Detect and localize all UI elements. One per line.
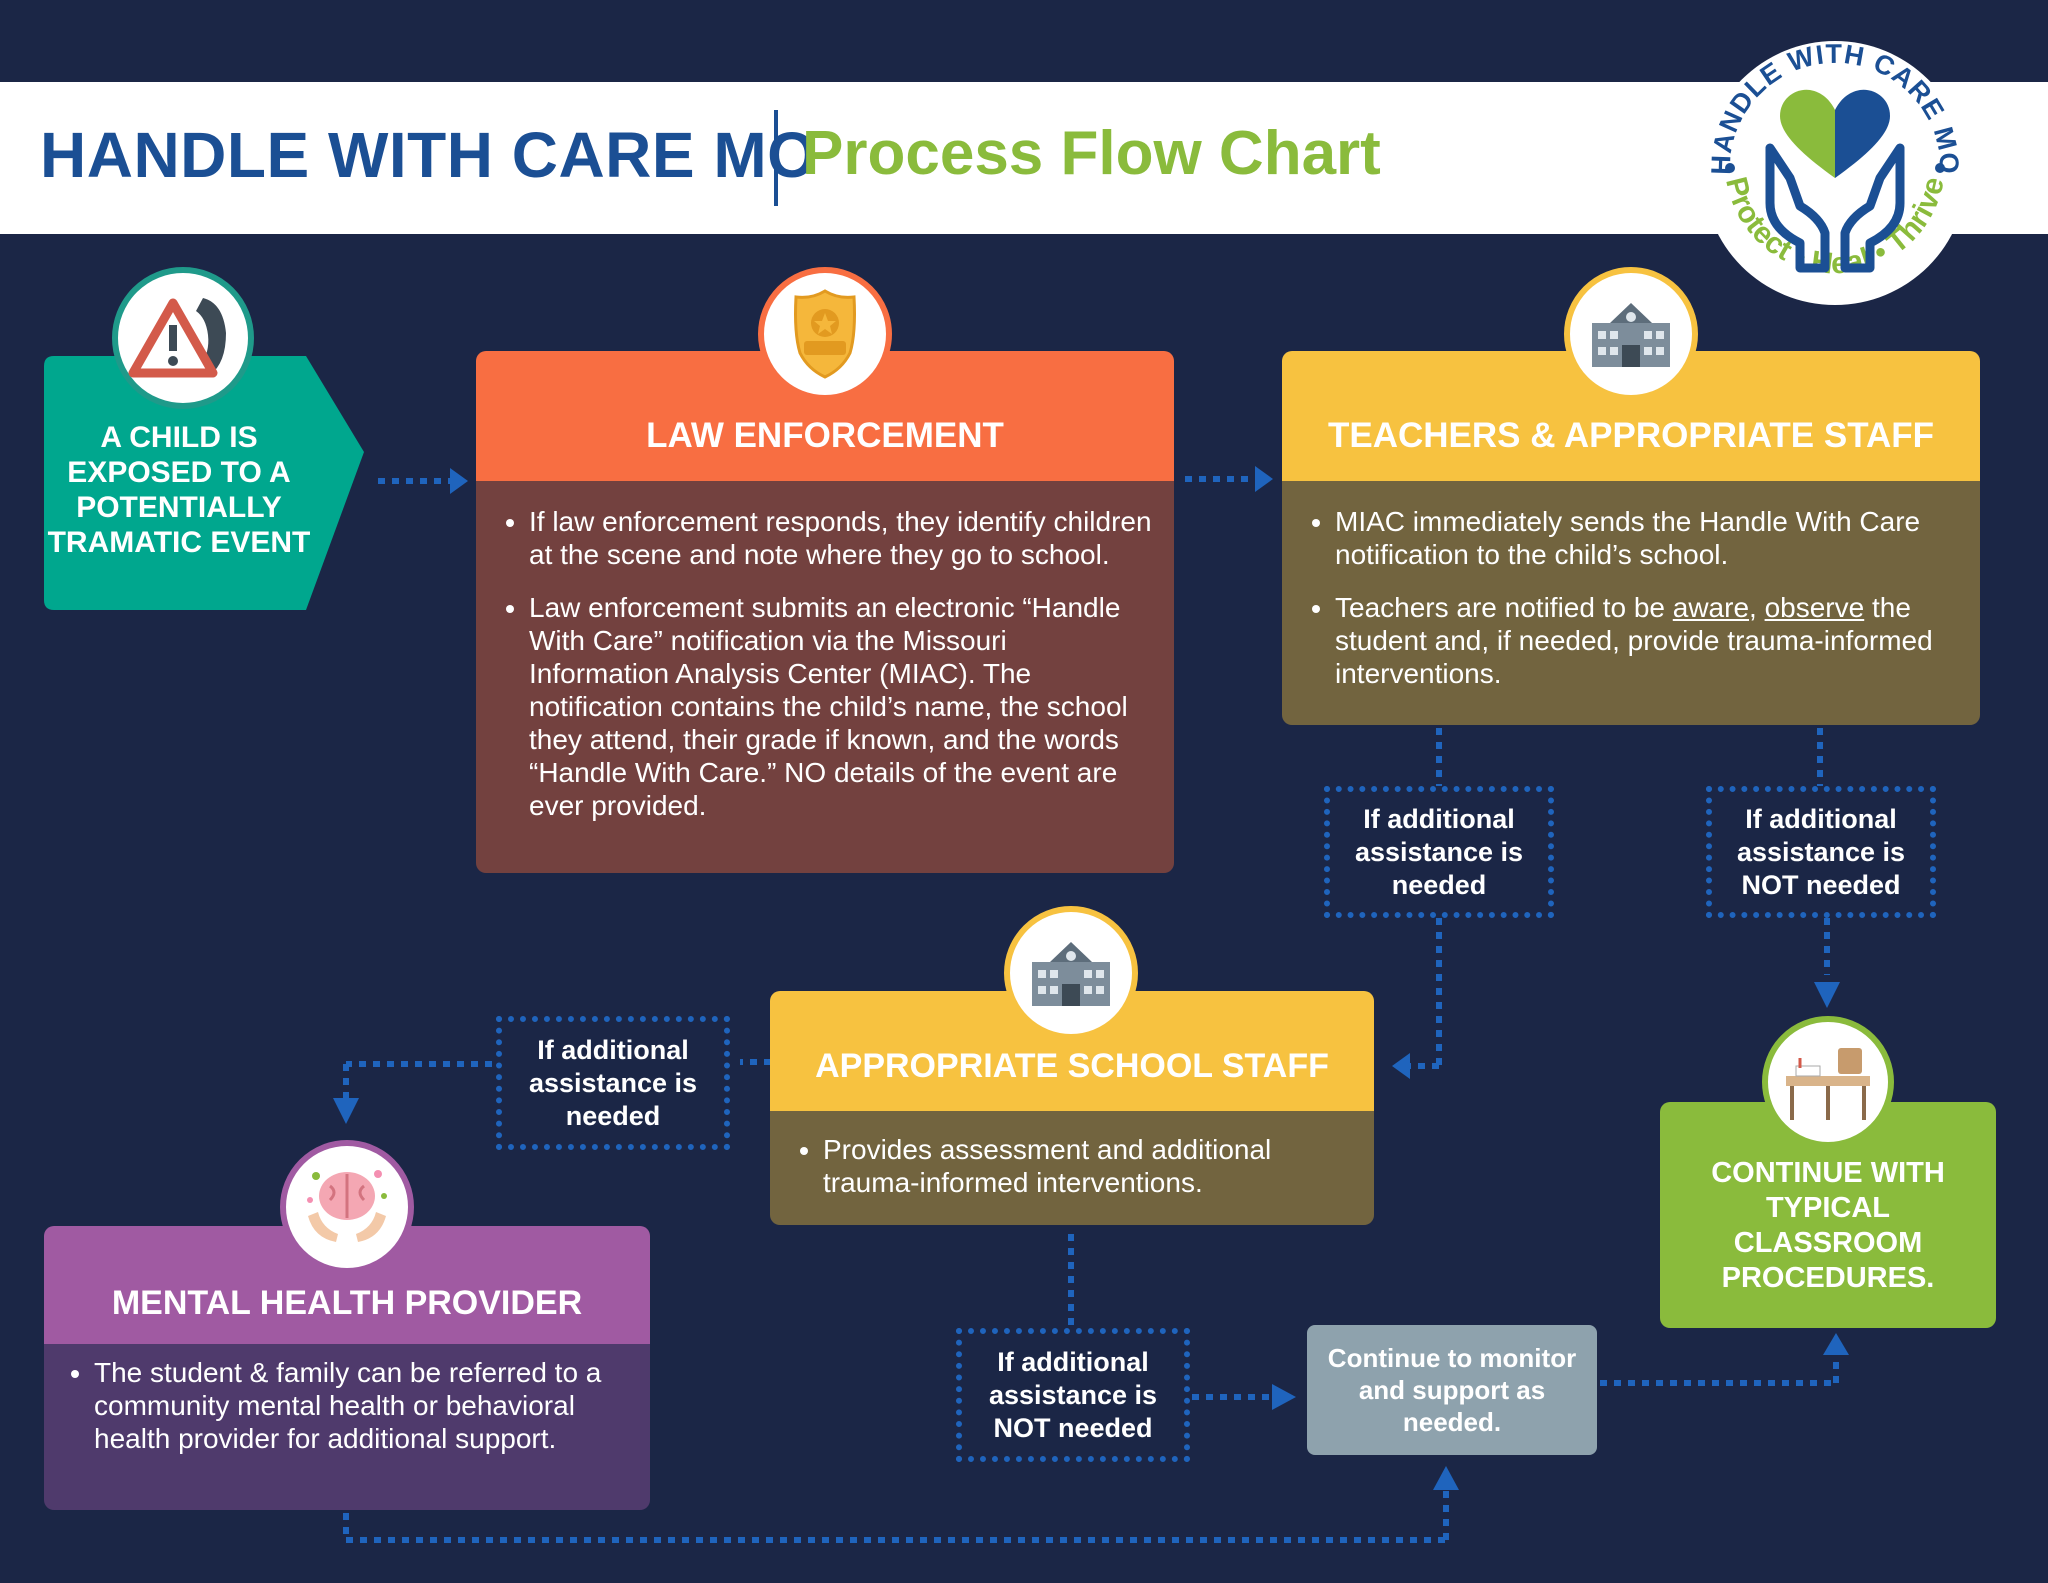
school-desk-icon — [1786, 1048, 1870, 1120]
monitor-node-text: Continue to monitor and support as neede… — [1327, 1343, 1577, 1437]
teachers-bullet-1: MIAC immediately sends the Handle With C… — [1335, 505, 1960, 571]
law-enforcement-icon-circle — [758, 267, 892, 401]
continue-icon-circle — [1762, 1016, 1894, 1148]
school-building-icon — [1032, 942, 1110, 1006]
law-enforcement-body: If law enforcement responds, they identi… — [476, 481, 1174, 873]
decision-staff-not-needed: If additional assistance is NOT needed — [956, 1328, 1190, 1462]
event-node-shape — [44, 356, 364, 610]
mental-health-bullet-1: The student & family can be referred to … — [94, 1356, 630, 1455]
decision-teachers-not-needed: If additional assistance is NOT needed — [1706, 786, 1936, 918]
mental-health-body: The student & family can be referred to … — [44, 1344, 650, 1510]
page-subtitle: Process Flow Chart — [802, 119, 1381, 188]
teachers-icon-circle — [1564, 267, 1698, 401]
event-node-text: A CHILD IS EXPOSED TO A POTENTIALLY TRAM… — [47, 421, 311, 559]
handle-with-care-logo: HANDLE WITH CARE MO Protect • Heal • Thr… — [1703, 39, 1967, 305]
school-staff-bullet-1: Provides assessment and additional traum… — [823, 1133, 1354, 1199]
teachers-bullet-2: Teachers are notified to be aware, obser… — [1335, 591, 1960, 690]
logo-heart-right-icon — [1835, 89, 1890, 178]
decision-teachers-needed: If additional assistance is needed — [1324, 786, 1554, 918]
observe-text: observe — [1764, 592, 1865, 623]
page-title: HANDLE WITH CARE MO — [40, 119, 818, 191]
continue-node-text: CONTINUE WITH TYPICAL CLASSROOM PROCEDUR… — [1711, 1157, 1945, 1294]
aware-text: aware — [1672, 592, 1750, 623]
decision-staff-needed: If additional assistance is needed — [496, 1016, 730, 1150]
warning-phone-icon — [128, 298, 226, 378]
police-badge-icon — [794, 289, 856, 379]
title-divider — [774, 110, 778, 206]
school-building-icon — [1592, 303, 1670, 367]
law-enforcement-bullet-2: Law enforcement submits an electronic “H… — [529, 591, 1154, 822]
law-enforcement-bullet-1: If law enforcement responds, they identi… — [529, 505, 1154, 571]
event-icon-circle — [112, 267, 254, 409]
school-staff-icon-circle — [1004, 906, 1138, 1040]
mental-health-icon-circle — [280, 1140, 414, 1274]
logo-heart-left-icon — [1780, 89, 1835, 178]
school-staff-body: Provides assessment and additional traum… — [770, 1111, 1374, 1225]
monitor-node: Continue to monitor and support as neede… — [1307, 1325, 1597, 1455]
brain-hands-icon — [307, 1170, 387, 1242]
teachers-body: MIAC immediately sends the Handle With C… — [1282, 481, 1980, 725]
